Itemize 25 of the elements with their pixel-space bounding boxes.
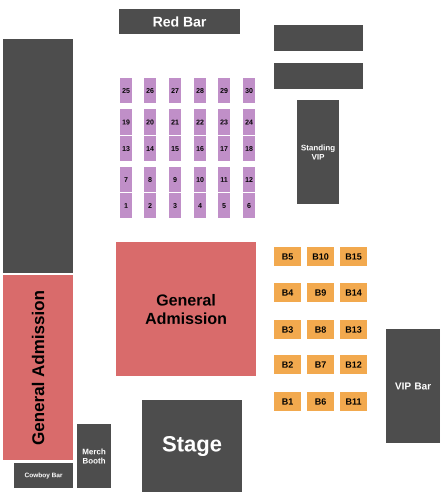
booth-seat: B4: [274, 283, 301, 302]
block-area: [274, 63, 363, 89]
booth-seat: B6: [307, 392, 334, 411]
booth-seat: B8: [307, 320, 334, 339]
booth-seat: B15: [340, 247, 367, 266]
merch-booth: Merch Booth: [77, 424, 111, 488]
bar-area: Red Bar: [119, 9, 240, 34]
booth-seat: B1: [274, 392, 301, 411]
booth-seat: B10: [307, 247, 334, 266]
booth-seat: B5: [274, 247, 301, 266]
admission-area: General Admission: [3, 275, 73, 460]
admission-area: General Admission: [116, 242, 256, 376]
bar-area: VIP Bar: [386, 329, 440, 443]
booth-seat: B9: [307, 283, 334, 302]
block-area: [274, 25, 363, 51]
booth-seat: B2: [274, 355, 301, 374]
booth-seat: B7: [307, 355, 334, 374]
booth-seat: B13: [340, 320, 367, 339]
booth-seat: B3: [274, 320, 301, 339]
stage: Stage: [142, 400, 242, 492]
standing-area: Standing VIP: [297, 100, 339, 204]
booth-seat: B14: [340, 283, 367, 302]
booth-seat: B12: [340, 355, 367, 374]
block-area: [3, 39, 73, 273]
booth-seat: B11: [340, 392, 367, 411]
